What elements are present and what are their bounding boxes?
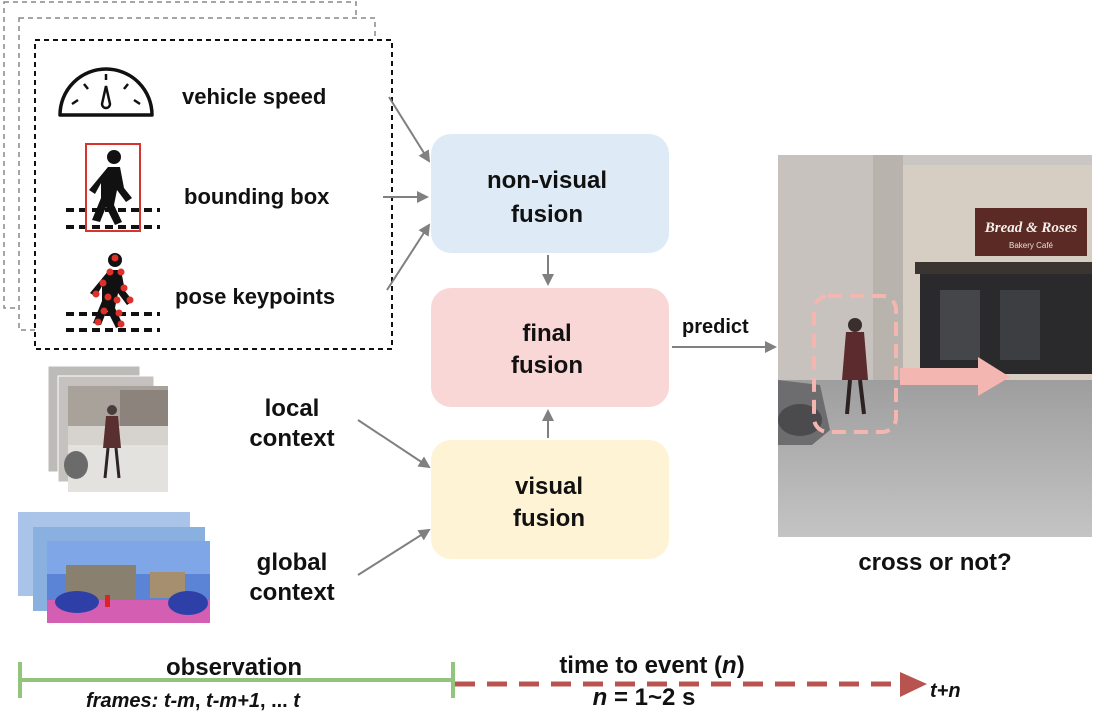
local-context-label-line1: local xyxy=(265,395,320,422)
predict-label: predict xyxy=(682,316,749,338)
time-to-event-var: n xyxy=(722,652,737,679)
arrow-global-to-visual xyxy=(357,528,431,576)
stacked-input-frames xyxy=(3,1,393,350)
observation-timeline xyxy=(18,662,455,698)
pose-keypoints-icon xyxy=(66,253,160,332)
flow-arrows xyxy=(357,96,777,576)
global-context-label-line2: context xyxy=(249,579,334,606)
n-var: n xyxy=(593,684,608,711)
vehicle-speed-label: vehicle speed xyxy=(182,84,326,109)
crossing-direction-arrow xyxy=(900,357,1010,396)
frames-t3: t xyxy=(293,690,301,712)
bread-roses-sign-text: Bread & Roses xyxy=(984,220,1078,236)
local-context-label-line2: context xyxy=(249,425,334,452)
frames-t1: t-m xyxy=(164,690,195,712)
speedometer-icon xyxy=(58,67,154,117)
output-scene-image: Bread & Roses Bakery Café xyxy=(778,155,1092,537)
n-range: = 1~2 s xyxy=(607,684,695,711)
bounding-box-pedestrian-icon xyxy=(66,143,160,232)
final-fusion-line2: fusion xyxy=(511,352,583,379)
time-to-event-label: time to event (n) xyxy=(559,652,744,679)
frames-label: frames: t-m, t-m+1, ... t xyxy=(86,690,301,712)
arrow-pose-to-nonvisual xyxy=(386,223,431,291)
bounding-box-label: bounding box xyxy=(184,184,330,209)
time-to-event-prefix: time to event ( xyxy=(559,652,722,679)
frames-sep1: , xyxy=(195,690,206,712)
pedestrian-highlight-box xyxy=(812,294,898,434)
pose-keypoints-label: pose keypoints xyxy=(175,284,335,309)
visual-fusion-line1: visual xyxy=(515,473,583,500)
observation-label: observation xyxy=(166,654,302,681)
arrow-local-to-visual xyxy=(357,419,431,469)
arrow-speed-to-nonvisual xyxy=(388,96,431,163)
time-to-event-arrow xyxy=(455,672,927,697)
cross-or-not-question: cross or not? xyxy=(858,549,1011,576)
non-visual-fusion-box xyxy=(431,134,669,253)
final-fusion-box xyxy=(431,288,669,407)
visual-fusion-line2: fusion xyxy=(513,505,585,532)
time-to-event-suffix: ) xyxy=(737,652,745,679)
n-range-label: n = 1~2 s xyxy=(593,684,696,711)
global-context-label-line1: global xyxy=(257,549,328,576)
local-context-thumbnails xyxy=(47,365,168,492)
global-context-thumbnails xyxy=(18,512,210,623)
frames-t2: t-m+1 xyxy=(206,690,260,712)
frames-sep2: , ... xyxy=(260,690,293,712)
visual-fusion-box xyxy=(431,440,669,559)
final-fusion-line1: final xyxy=(522,320,571,347)
t-plus-n-label: t+n xyxy=(930,680,961,702)
non-visual-fusion-line2: fusion xyxy=(511,201,583,228)
non-visual-fusion-line1: non-visual xyxy=(487,167,607,194)
bakery-cafe-sign-text: Bakery Café xyxy=(1009,241,1054,250)
frames-prefix: frames: xyxy=(86,690,164,712)
